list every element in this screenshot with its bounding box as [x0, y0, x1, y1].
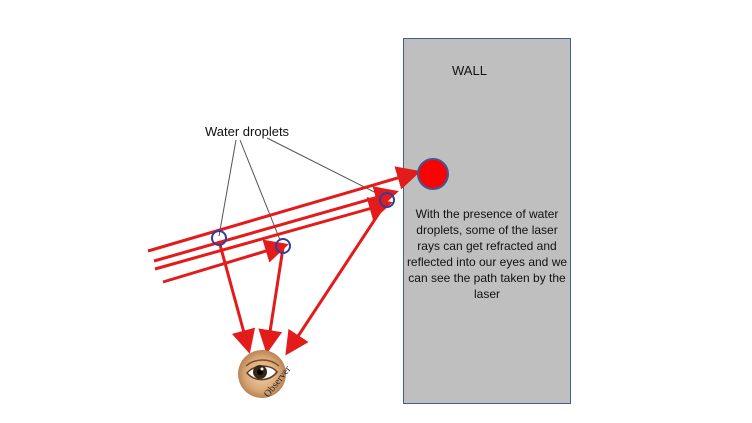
reflected-ray-2	[258, 247, 285, 354]
laser-spot-icon	[417, 158, 449, 190]
observer-eye-icon	[238, 350, 286, 398]
water-droplets-label: Water droplets	[205, 124, 290, 139]
laser-ray-2	[153, 186, 399, 263]
water-droplet-2	[275, 238, 291, 254]
eye-pupil	[257, 369, 263, 375]
reflected-laser-rays	[217, 200, 389, 356]
laser-ray-1	[147, 166, 421, 253]
pointer-line-2	[239, 139, 281, 241]
wall-panel	[403, 38, 571, 404]
water-droplets	[211, 192, 395, 254]
water-droplet-3	[379, 192, 395, 208]
water-droplet-1	[211, 230, 227, 246]
pointer-line-3	[266, 137, 387, 199]
eye-highlight	[260, 367, 264, 371]
reflected-ray-1	[217, 240, 256, 354]
pointer-line-1	[218, 139, 237, 237]
eye-lid	[245, 359, 280, 367]
incoming-laser-rays	[147, 166, 421, 284]
explanation-text: With the presence of water droplets, som…	[406, 207, 568, 301]
laser-ray-3	[154, 197, 393, 271]
reflected-ray-3	[285, 200, 389, 356]
wall-label: WALL	[452, 63, 487, 78]
